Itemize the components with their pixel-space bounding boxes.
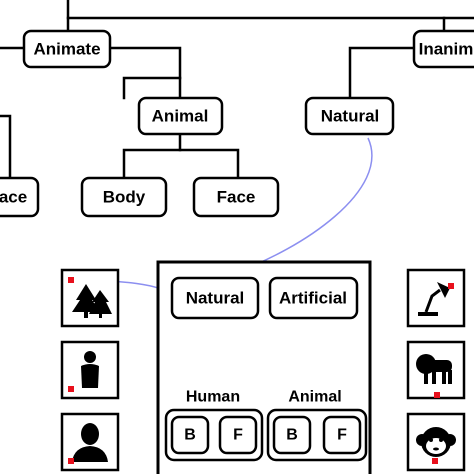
animal-face-button: F bbox=[322, 415, 362, 455]
node-inanimate-label: Inanim bbox=[419, 40, 474, 59]
node-animate: Animate bbox=[22, 29, 112, 69]
panel-artificial: Artificial bbox=[268, 276, 359, 320]
thumb-trees bbox=[60, 268, 120, 328]
human-body-button: B bbox=[170, 415, 210, 455]
node-body: Body bbox=[80, 176, 168, 218]
human-face-button: F bbox=[218, 415, 258, 455]
human-body-label: B bbox=[184, 427, 196, 444]
thumb-lion bbox=[406, 340, 466, 400]
red-marker bbox=[68, 458, 74, 464]
red-marker bbox=[432, 458, 438, 464]
panel-natural-label: Natural bbox=[186, 289, 245, 308]
tree-edges bbox=[0, 0, 474, 180]
node-natural-label: Natural bbox=[321, 107, 380, 126]
thumb-monkey bbox=[406, 412, 466, 472]
monkey-face-icon bbox=[416, 427, 456, 457]
node-animal: Animal bbox=[137, 96, 224, 136]
animal-body-button: B bbox=[272, 415, 312, 455]
human-face-label: F bbox=[233, 427, 243, 444]
human-group-label: Human bbox=[186, 389, 240, 406]
node-animate-label: Animate bbox=[33, 40, 100, 59]
head-bust-icon bbox=[72, 423, 108, 462]
node-inanimate: Inanim bbox=[412, 29, 474, 69]
person-silhouette-icon bbox=[81, 351, 99, 388]
red-marker bbox=[448, 283, 454, 289]
lion-icon bbox=[416, 354, 452, 384]
animal-face-label: F bbox=[337, 427, 347, 444]
red-marker bbox=[434, 392, 440, 398]
node-face: Face bbox=[192, 176, 280, 218]
red-marker bbox=[68, 386, 74, 392]
animal-group-label: Animal bbox=[288, 389, 341, 406]
node-body-label: Body bbox=[103, 188, 146, 207]
thumb-person bbox=[60, 340, 120, 400]
thumb-head bbox=[60, 412, 120, 472]
node-animal-label: Animal bbox=[152, 107, 209, 126]
node-face-label: Face bbox=[217, 188, 256, 207]
thumb-lamp bbox=[406, 268, 466, 328]
trees-icon bbox=[72, 284, 112, 318]
animal-body-label: B bbox=[286, 427, 298, 444]
panel-natural: Natural bbox=[170, 276, 260, 320]
node-face-left-label: ace bbox=[0, 188, 27, 207]
node-face-left: ace bbox=[0, 176, 40, 218]
category-panel: Natural Artificial Human Animal B F B F bbox=[156, 260, 372, 474]
desk-lamp-icon bbox=[418, 282, 450, 316]
node-natural: Natural bbox=[304, 96, 395, 136]
red-marker bbox=[68, 277, 74, 283]
panel-artificial-label: Artificial bbox=[279, 289, 347, 308]
